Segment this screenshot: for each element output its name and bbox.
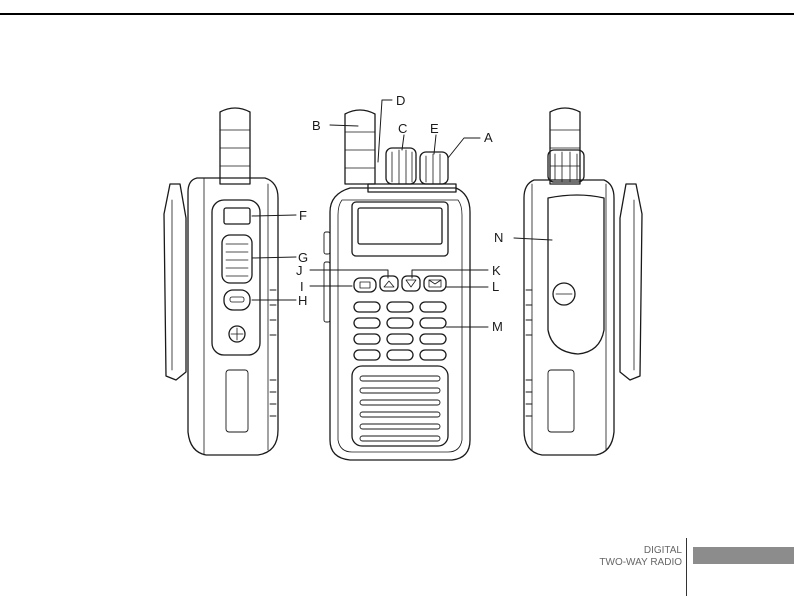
- footer-line-two-way-radio: TWO-WAY RADIO: [599, 557, 682, 569]
- right-body: [524, 180, 614, 455]
- radio-right-side-view: [524, 108, 642, 455]
- callout-j: J: [296, 263, 303, 278]
- callout-i: I: [300, 279, 304, 294]
- radio-front-view: [324, 110, 470, 460]
- callout-labels: D B C E A F G J I H K L M N: [296, 93, 503, 334]
- left-belt-clip: [164, 184, 186, 380]
- callout-k: K: [492, 263, 501, 278]
- left-side-panel: [212, 200, 260, 355]
- callout-d: D: [396, 93, 405, 108]
- callout-m: M: [492, 319, 503, 334]
- front-antenna: [345, 110, 375, 184]
- callout-e: E: [430, 121, 439, 136]
- callout-h: H: [298, 293, 307, 308]
- callout-f: F: [299, 208, 307, 223]
- key-k-down: [402, 276, 420, 291]
- speaker-grille: [352, 366, 448, 446]
- radio-left-side-view: [164, 108, 278, 455]
- left-body: [188, 178, 278, 455]
- right-belt-clip: [620, 184, 642, 380]
- antenna-right: [550, 108, 580, 184]
- f-side-key: [224, 208, 250, 224]
- channel-knob: [386, 148, 416, 184]
- display-screen: [358, 208, 442, 244]
- footer-divider: [686, 538, 687, 596]
- callout-b: B: [312, 118, 321, 133]
- front-body: [330, 188, 470, 460]
- keypad: [354, 302, 446, 360]
- callout-a: A: [484, 130, 493, 145]
- volume-knob: [420, 152, 448, 184]
- callout-l: L: [492, 279, 499, 294]
- antenna-left: [220, 108, 250, 184]
- footer-line-digital: DIGITAL: [644, 545, 682, 557]
- callout-c: C: [398, 121, 407, 136]
- display-bezel: [352, 202, 448, 256]
- key-j-up: [380, 276, 398, 291]
- callout-n: N: [494, 230, 503, 245]
- footer-page-bar: [693, 547, 794, 564]
- key-l: [424, 276, 446, 291]
- h-side-key: [224, 290, 250, 310]
- key-i: [354, 278, 376, 292]
- battery-plate: [548, 195, 604, 354]
